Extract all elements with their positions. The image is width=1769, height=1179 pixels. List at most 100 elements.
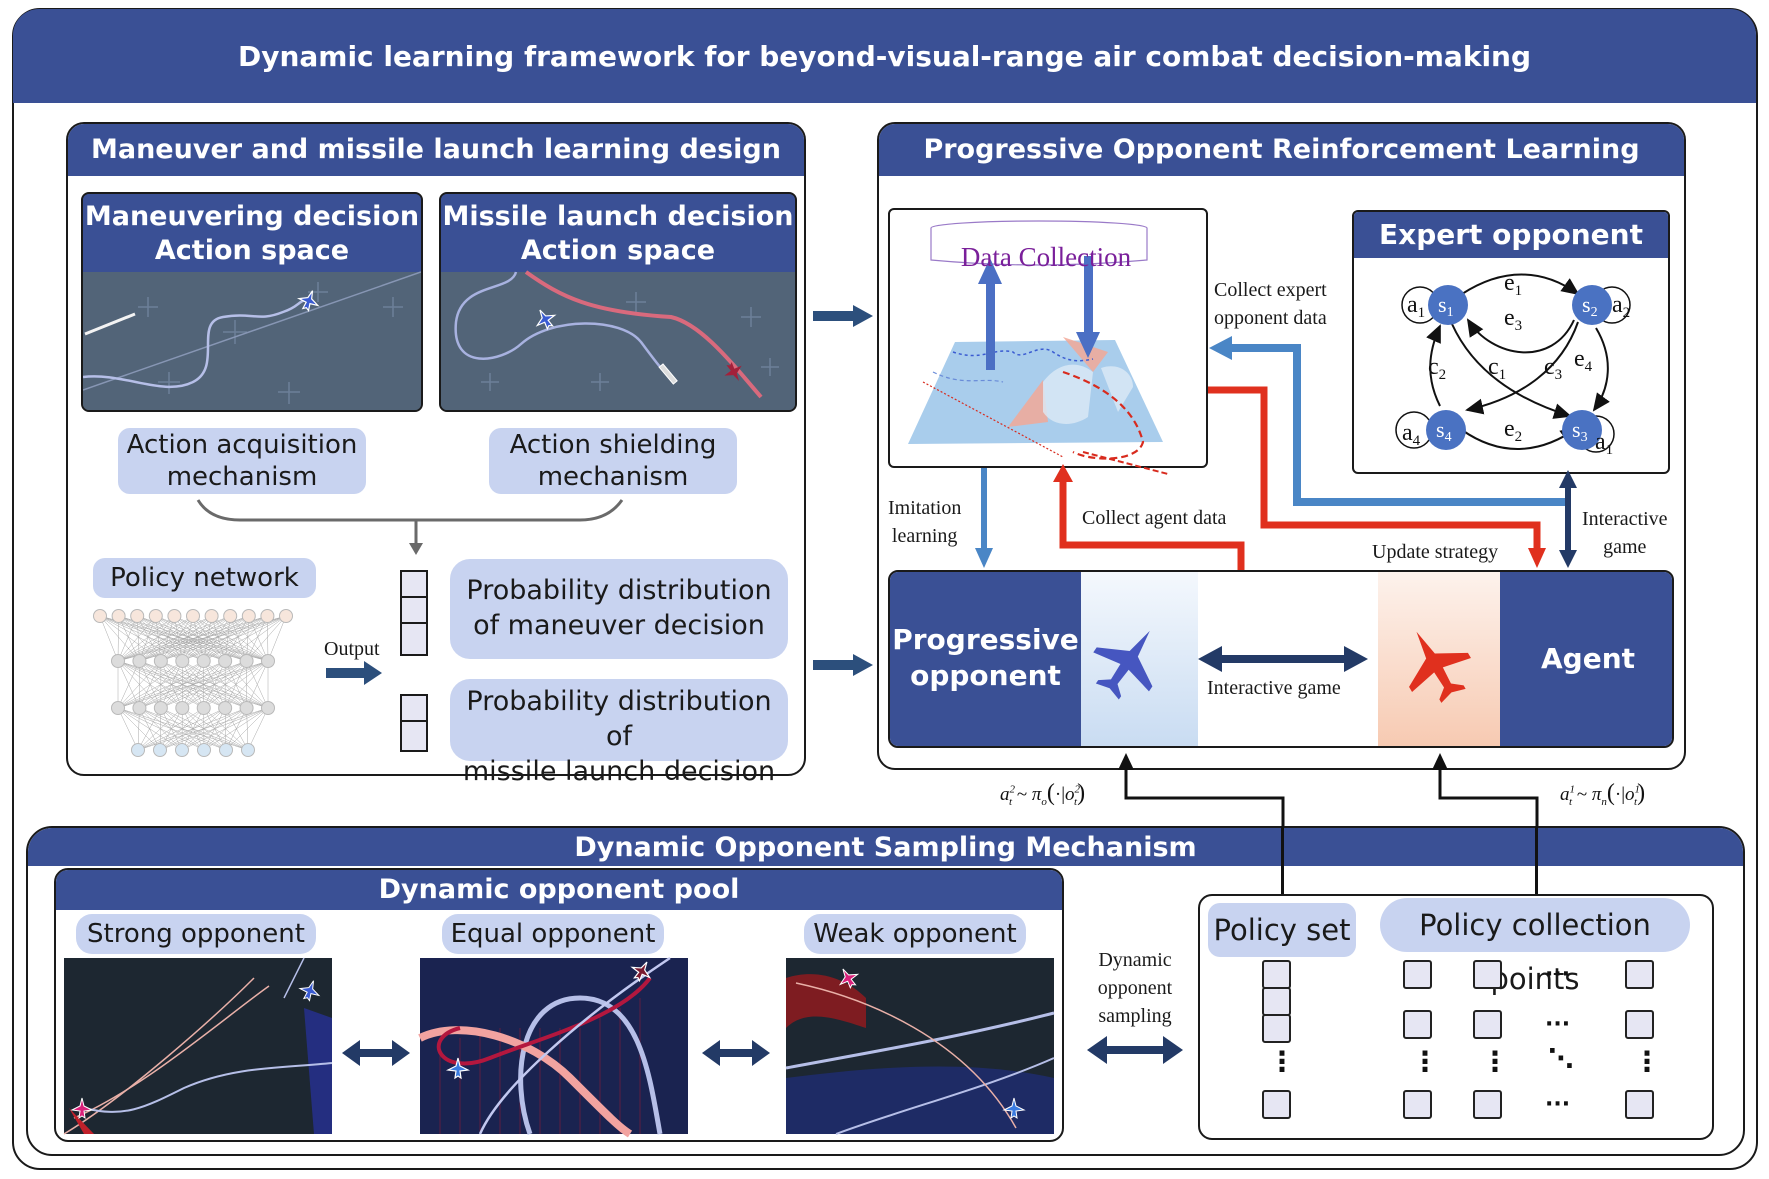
nn-neuron: [223, 609, 238, 623]
nn-connection: [246, 660, 269, 709]
weak-opponent-label: Weak opponent: [804, 914, 1026, 954]
nn-neuron: [111, 654, 125, 668]
collect-agent-label: Collect agent data: [1082, 507, 1227, 529]
interactive-game-line2: game: [1603, 536, 1647, 558]
nn-connection: [211, 615, 247, 662]
policy-set-label: Policy set: [1208, 903, 1356, 957]
nn-connection: [174, 615, 183, 662]
nn-connection: [225, 707, 269, 751]
nn-connection: [117, 660, 226, 709]
maneuver-probability-distribution: Probability distribution of maneuver dec…: [450, 559, 788, 659]
nn-connection: [192, 615, 226, 662]
nn-neuron: [175, 701, 190, 715]
nn-connection: [99, 615, 247, 662]
nn-connection: [192, 615, 269, 662]
opponent-jet-panel: [1081, 572, 1198, 746]
nn-connection: [160, 615, 212, 662]
edge-c3: [1465, 321, 1579, 415]
edge-label-c2: c2: [1428, 354, 1446, 383]
formula-a: a: [1000, 784, 1010, 805]
blue-jet-icon: [535, 309, 557, 331]
policy-collection-point: [1403, 960, 1432, 989]
nn-connection: [118, 615, 183, 662]
data-collection-label: Data Collection: [960, 242, 1132, 272]
opponent-pool-title: Dynamic opponent pool: [378, 874, 740, 905]
vertical-ellipsis-icon: ⋮: [1633, 1045, 1661, 1078]
nn-neuron: [153, 743, 167, 757]
nn-connection: [182, 615, 287, 662]
nn-connection: [174, 615, 204, 662]
nn-connection: [174, 615, 247, 662]
nn-connection: [117, 615, 249, 662]
nn-connection: [117, 660, 140, 709]
formula-a: a: [1560, 784, 1570, 805]
nn-connection: [159, 707, 269, 751]
nn-neuron: [130, 609, 145, 623]
state-s4-label: s4: [1436, 417, 1452, 445]
nn-connection: [247, 707, 269, 751]
nn-connection: [192, 615, 204, 662]
expert-state-graph: s1 s2 s3 s4 a1 a2 a1 a4 e1 e3 e2 e4 c1 c…: [1395, 270, 1631, 458]
sampling-title: Dynamic Opponent Sampling Mechanism: [574, 832, 1197, 863]
action-acquisition-line1: Action acquisition: [126, 430, 358, 460]
nn-neuron: [131, 743, 145, 757]
state-s3: [1562, 410, 1602, 450]
update-strategy-arrow: [1208, 386, 1541, 550]
nn-neuron: [196, 701, 211, 715]
nn-connection: [182, 707, 249, 751]
vector-cell: [400, 720, 428, 752]
progressive-opponent-line2: opponent: [910, 659, 1061, 692]
maneuver-flight-path: [83, 298, 306, 389]
nn-connection: [99, 615, 183, 662]
nn-connection: [160, 615, 249, 662]
nn-connection: [224, 615, 268, 662]
nn-connection: [117, 615, 231, 662]
update-strategy-label: Update strategy: [1372, 541, 1499, 563]
blue-trajectory: [952, 348, 1094, 362]
nn-connection: [160, 615, 287, 662]
collect-expert-line2: opponent data: [1214, 307, 1327, 329]
data-collection-illustration: [908, 220, 1169, 475]
edge-label-e1: e1: [1504, 270, 1522, 299]
maneuver-action-space-header: Maneuvering decision Action space: [83, 194, 421, 272]
loop-label-a1: a1: [1407, 292, 1425, 321]
edge-e4: [1592, 327, 1610, 412]
edge-label-c3: c3: [1544, 354, 1562, 383]
center-interactive-game-label: Interactive game: [1207, 677, 1341, 700]
edge-label-e4: e4: [1574, 346, 1593, 375]
imitation-line2: learning: [891, 525, 958, 547]
missile-action-space-header: Missile launch decision Action space: [441, 194, 795, 272]
interactive-game-line1: Interactive: [1582, 508, 1668, 530]
nn-connection: [118, 615, 204, 662]
nn-neuron: [111, 701, 125, 715]
nn-neuron: [218, 654, 233, 668]
sampling-line2: opponent: [1097, 977, 1173, 999]
title-bar: Dynamic learning framework for beyond-vi…: [13, 9, 1756, 103]
nn-connection: [246, 615, 287, 662]
policy-collection-point: [1625, 1090, 1654, 1119]
nn-neuron: [261, 654, 275, 668]
nn-connection: [230, 615, 269, 662]
nn-connection: [192, 615, 247, 662]
nn-connection: [182, 615, 231, 662]
porl-header: Progressive Opponent Reinforcement Learn…: [879, 124, 1684, 176]
nn-neuron: [196, 654, 211, 668]
nn-connection: [117, 615, 287, 662]
nn-connection: [117, 615, 156, 662]
missile-title-line2: Action space: [520, 235, 716, 266]
policy-collection-point: [1625, 960, 1654, 989]
edge-label-e2: e2: [1504, 416, 1522, 445]
nn-connection: [155, 615, 204, 662]
interactive-game-right-label: Interactive game: [1582, 505, 1668, 561]
nn-connection: [118, 615, 226, 662]
policy-network-diagram: [93, 609, 293, 757]
nn-connection: [203, 615, 287, 662]
progressive-opponent-line1: Progressive: [892, 623, 1079, 656]
nn-connection: [117, 615, 175, 662]
equal-opponent-image: [418, 956, 688, 1138]
vector-cell: [400, 570, 428, 598]
center-interactive-game-arrow: [1198, 646, 1368, 672]
nn-connection: [155, 615, 183, 662]
red-trajectory: [1062, 370, 1145, 460]
pool-double-arrow-1: [342, 1040, 410, 1066]
